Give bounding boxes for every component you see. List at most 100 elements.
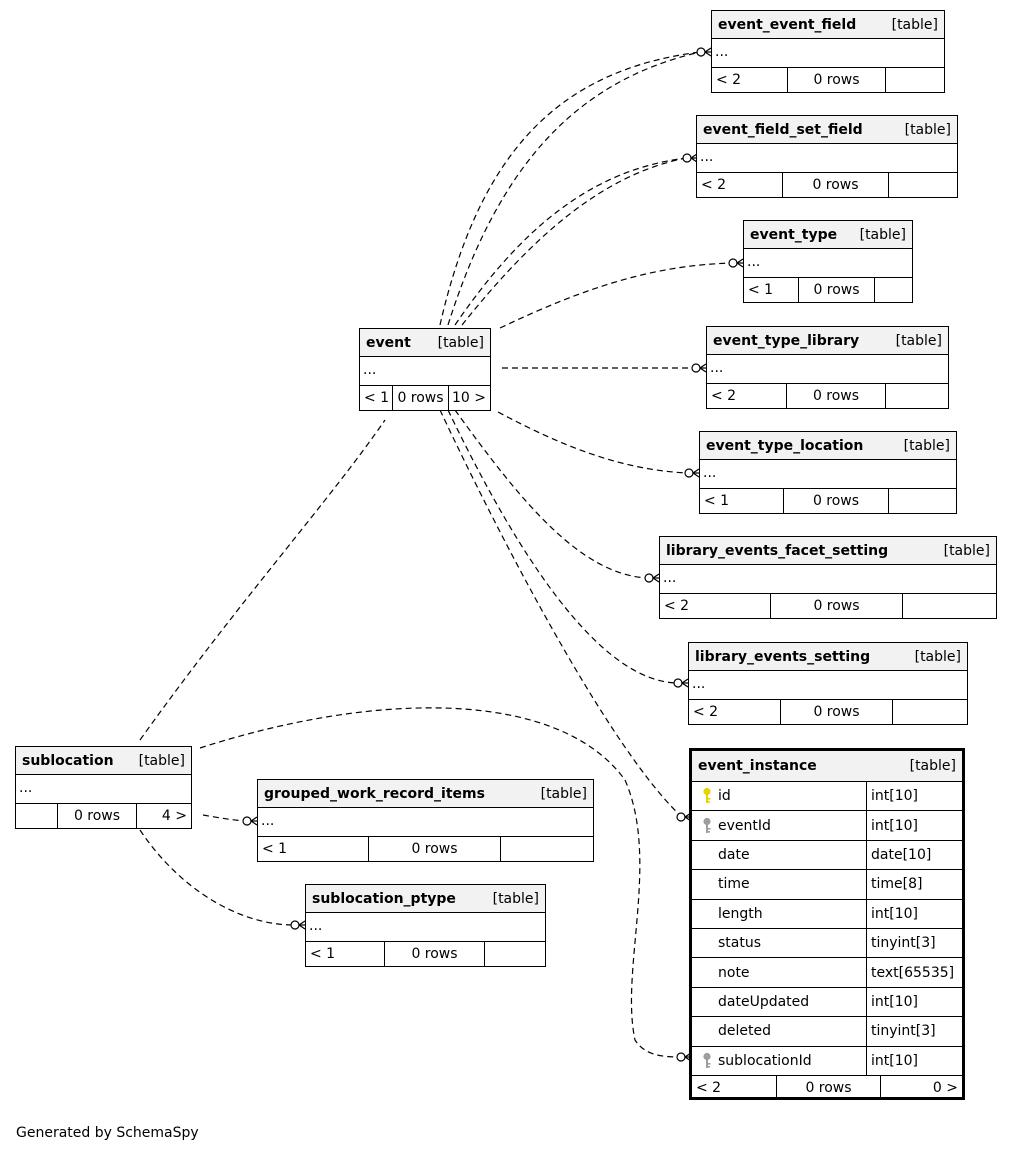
column-name: sublocationId	[718, 1052, 812, 1069]
table-grouped_work_record_items[interactable]: grouped_work_record_items[table] ... < 1…	[257, 779, 594, 862]
foreign-key-icon	[696, 1052, 718, 1070]
column-name-cell: deleted	[692, 1017, 867, 1046]
column-name-cell: dateUpdated	[692, 987, 867, 1017]
row-count: 0 rows	[788, 68, 886, 92]
column-name: length	[718, 905, 763, 922]
column-type: int[10]	[871, 1052, 918, 1069]
table-footer: < 1 0 rows	[258, 837, 593, 861]
table-name: event_event_field	[718, 16, 857, 33]
table-header: event_type_library[table]	[707, 327, 948, 355]
parents-count[interactable]: < 1	[306, 942, 385, 966]
table-type: [table]	[904, 121, 951, 138]
parents-count[interactable]: < 1	[700, 489, 784, 513]
rel-sublocation-grouped_work_record_items	[202, 814, 247, 822]
table-header: grouped_work_record_items[table]	[258, 780, 593, 808]
table-event_event_field[interactable]: event_event_field[table] ... < 2 0 rows	[711, 10, 945, 93]
table-event_type_location[interactable]: event_type_location[table] ... < 1 0 row…	[699, 431, 957, 514]
rel-event-event_field_set_field-1	[454, 157, 687, 326]
parents-count[interactable]: < 2	[712, 68, 788, 92]
rel-event-event_field_set_field-2	[461, 157, 687, 326]
table-library_events_facet_setting[interactable]: library_events_facet_setting[table] ... …	[659, 536, 997, 619]
table-type: [table]	[891, 16, 938, 33]
parents-count[interactable]: < 2	[692, 1075, 777, 1100]
table-name: grouped_work_record_items	[264, 785, 485, 802]
row-count: 0 rows	[783, 173, 889, 197]
children-count[interactable]	[875, 278, 912, 302]
primary-key-icon	[696, 787, 718, 805]
table-header: sublocation[table]	[16, 747, 191, 775]
table-header: event[table]	[360, 329, 490, 357]
table-header: event_event_field [table]	[712, 11, 944, 39]
table-name: library_events_facet_setting	[666, 542, 889, 559]
children-count[interactable]	[485, 942, 545, 966]
columns-collapsed: ...	[306, 913, 545, 942]
parents-count[interactable]: < 1	[744, 278, 799, 302]
parents-count[interactable]: < 2	[660, 594, 771, 618]
children-count[interactable]	[886, 68, 944, 92]
children-count[interactable]	[886, 384, 948, 408]
generator-credit: Generated by SchemaSpy	[16, 1125, 199, 1141]
table-event_field_set_field[interactable]: event_field_set_field[table] ... < 2 0 r…	[696, 115, 958, 198]
column-name: status	[718, 935, 762, 952]
table-footer: < 1 0 rows	[744, 278, 912, 302]
parents-count[interactable]: < 2	[689, 700, 781, 724]
column-name-cell: note	[692, 958, 867, 987]
table-header: sublocation_ptype[table]	[306, 885, 545, 913]
table-name: library_events_setting	[695, 648, 871, 665]
children-count[interactable]	[903, 594, 996, 618]
table-library_events_setting[interactable]: library_events_setting[table] ... < 2 0 …	[688, 642, 968, 725]
table-event[interactable]: event[table] ... < 1 0 rows 10 >	[359, 328, 491, 411]
table-type: [table]	[909, 758, 956, 774]
parents-count[interactable]: < 2	[707, 384, 787, 408]
children-count[interactable]: 10 >	[452, 390, 486, 406]
children-count[interactable]	[501, 837, 593, 861]
table-event_type[interactable]: event_type[table] ... < 1 0 rows	[743, 220, 913, 303]
children-count[interactable]	[893, 700, 967, 724]
row-count: 0 rows	[784, 489, 889, 513]
rel-event-event_type	[499, 262, 734, 329]
parents-count[interactable]: < 2	[697, 173, 783, 197]
parents-count[interactable]: < 1	[360, 386, 393, 410]
table-name: event	[366, 334, 411, 351]
column-type: int[10]	[871, 788, 918, 805]
column-name-cell: time	[692, 870, 867, 899]
table-footer: < 2 0 rows	[712, 68, 944, 92]
column-type: int[10]	[871, 905, 918, 922]
children-count[interactable]: 4 >	[161, 808, 187, 824]
table-name: event_type_library	[713, 332, 860, 349]
table-name: event_type	[750, 226, 838, 243]
table-sublocation_ptype[interactable]: sublocation_ptype[table] ... < 1 0 rows	[305, 884, 546, 967]
children-count[interactable]: 0 >	[932, 1079, 958, 1096]
table-sublocation[interactable]: sublocation[table] ... 0 rows 4 >	[15, 746, 192, 829]
children-count[interactable]	[889, 489, 956, 513]
column-name-cell: sublocationId	[692, 1046, 867, 1075]
parents-count[interactable]	[16, 804, 58, 828]
table-name: sublocation_ptype	[312, 890, 456, 907]
column-row[interactable]: length int[10]	[692, 899, 962, 929]
table-event_type_library[interactable]: event_type_library[table] ... < 2 0 rows	[706, 326, 949, 409]
rel-event-event_instance	[439, 409, 683, 818]
parents-count[interactable]: < 1	[258, 837, 369, 861]
table-footer: < 2 0 rows 0 >	[692, 1075, 962, 1100]
children-count[interactable]	[889, 173, 957, 197]
column-name: dateUpdated	[718, 993, 810, 1010]
columns-collapsed: ...	[360, 357, 490, 386]
column-row[interactable]: sublocationId int[10]	[692, 1046, 962, 1076]
column-name: deleted	[718, 1023, 771, 1040]
row-count: 0 rows	[777, 1075, 881, 1100]
row-count: 0 rows	[58, 804, 137, 828]
rel-event-library_events_facet_setting	[454, 409, 649, 579]
table-footer: < 2 0 rows	[689, 700, 967, 724]
columns-collapsed: ...	[744, 249, 912, 278]
column-type: int[10]	[871, 817, 918, 834]
